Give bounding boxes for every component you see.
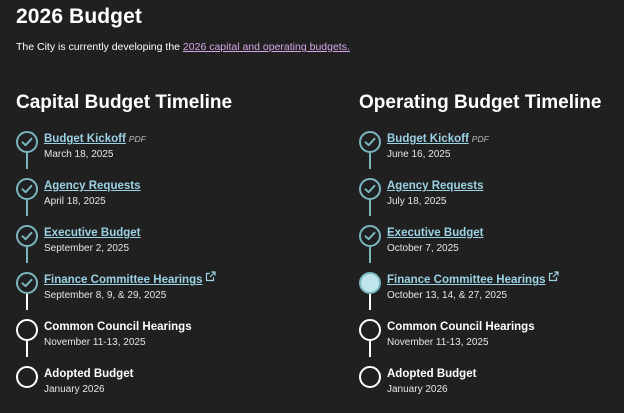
step-date: January 2026: [387, 384, 448, 395]
step-link-budget-kickoff[interactable]: Budget Kickoff: [387, 133, 469, 145]
timeline-connector: [26, 200, 28, 216]
timeline-step: Finance Committee Hearings October 13, 1…: [359, 270, 624, 310]
step-date: March 18, 2025: [44, 149, 114, 160]
operating-budget-section: Operating Budget Timeline Budget Kickoff…: [359, 88, 624, 395]
timeline-connector: [369, 247, 371, 263]
upcoming-step-icon: [16, 319, 38, 341]
completed-step-icon: [16, 178, 38, 200]
timeline-connector: [26, 153, 28, 169]
capital-timeline-title: Capital Budget Timeline: [16, 92, 233, 113]
completed-step-icon: [16, 225, 38, 247]
step-title-common-council-hearings: Common Council Hearings: [387, 321, 535, 333]
pdf-tag: PDF: [128, 134, 146, 144]
upcoming-step-icon: [16, 366, 38, 388]
step-date: September 8, 9, & 29, 2025: [44, 290, 167, 302]
step-date: October 13, 14, & 27, 2025: [387, 290, 508, 302]
timeline-step: Executive Budget September 2, 2025: [16, 223, 316, 263]
checkmark-icon: [21, 278, 33, 288]
step-date: June 16, 2025: [387, 149, 451, 160]
step-link-executive-budget[interactable]: Executive Budget: [44, 227, 141, 239]
pdf-tag: PDF: [471, 134, 489, 144]
external-link-icon[interactable]: [205, 269, 217, 287]
timeline-step: Adopted Budget January 2026: [16, 364, 316, 404]
step-title-adopted-budget: Adopted Budget: [44, 368, 134, 380]
timeline-step: Executive Budget October 7, 2025: [359, 223, 624, 263]
checkmark-icon: [21, 231, 33, 241]
current-step-icon: [359, 272, 381, 294]
step-title-common-council-hearings: Common Council Hearings: [44, 321, 192, 333]
page-title: 2026 Budget: [16, 5, 142, 28]
checkmark-icon: [364, 231, 376, 241]
checkmark-icon: [364, 184, 376, 194]
timeline-step: Agency Requests April 18, 2025: [16, 176, 316, 216]
timeline-connector: [369, 341, 371, 357]
timeline-connector: [369, 200, 371, 216]
timeline-connector: [26, 247, 28, 263]
completed-step-icon: [16, 272, 38, 294]
intro-text: The City is currently developing the 202…: [16, 41, 350, 53]
step-date: September 2, 2025: [44, 243, 130, 254]
external-link-icon[interactable]: [548, 269, 560, 287]
step-date: April 18, 2025: [44, 196, 106, 207]
step-date: November 11-13, 2025: [387, 337, 489, 348]
operating-timeline-title: Operating Budget Timeline: [359, 92, 602, 113]
step-link-finance-committee-hearings[interactable]: Finance Committee Hearings: [387, 274, 546, 287]
completed-step-icon: [359, 131, 381, 153]
timeline-step: Adopted Budget January 2026: [359, 364, 624, 404]
checkmark-icon: [364, 137, 376, 147]
timeline-step: Finance Committee Hearings September 8, …: [16, 270, 316, 310]
upcoming-step-icon: [359, 319, 381, 341]
upcoming-step-icon: [359, 366, 381, 388]
step-link-budget-kickoff[interactable]: Budget Kickoff: [44, 133, 126, 145]
timeline-step: Common Council Hearings November 11-13, …: [16, 317, 316, 357]
step-link-agency-requests[interactable]: Agency Requests: [387, 180, 484, 192]
step-title-adopted-budget: Adopted Budget: [387, 368, 477, 380]
step-link-executive-budget[interactable]: Executive Budget: [387, 227, 484, 239]
timeline-connector: [26, 294, 28, 310]
completed-step-icon: [16, 131, 38, 153]
checkmark-icon: [21, 137, 33, 147]
step-date: July 18, 2025: [387, 196, 447, 207]
step-link-agency-requests[interactable]: Agency Requests: [44, 180, 141, 192]
timeline-connector: [26, 341, 28, 357]
step-date: October 7, 2025: [387, 243, 459, 254]
timeline-connector: [369, 153, 371, 169]
step-date: November 11-13, 2025: [44, 337, 146, 348]
timeline-step: Agency Requests July 18, 2025: [359, 176, 624, 216]
checkmark-icon: [21, 184, 33, 194]
completed-step-icon: [359, 178, 381, 200]
timeline-connector: [369, 294, 371, 310]
intro-text-lead: The City is currently developing the: [16, 41, 183, 53]
step-date: January 2026: [44, 384, 105, 395]
completed-step-icon: [359, 225, 381, 247]
timeline-step: Common Council Hearings November 11-13, …: [359, 317, 624, 357]
step-link-finance-committee-hearings[interactable]: Finance Committee Hearings: [44, 274, 203, 287]
budgets-link[interactable]: 2026 capital and operating budgets.: [182, 41, 350, 53]
